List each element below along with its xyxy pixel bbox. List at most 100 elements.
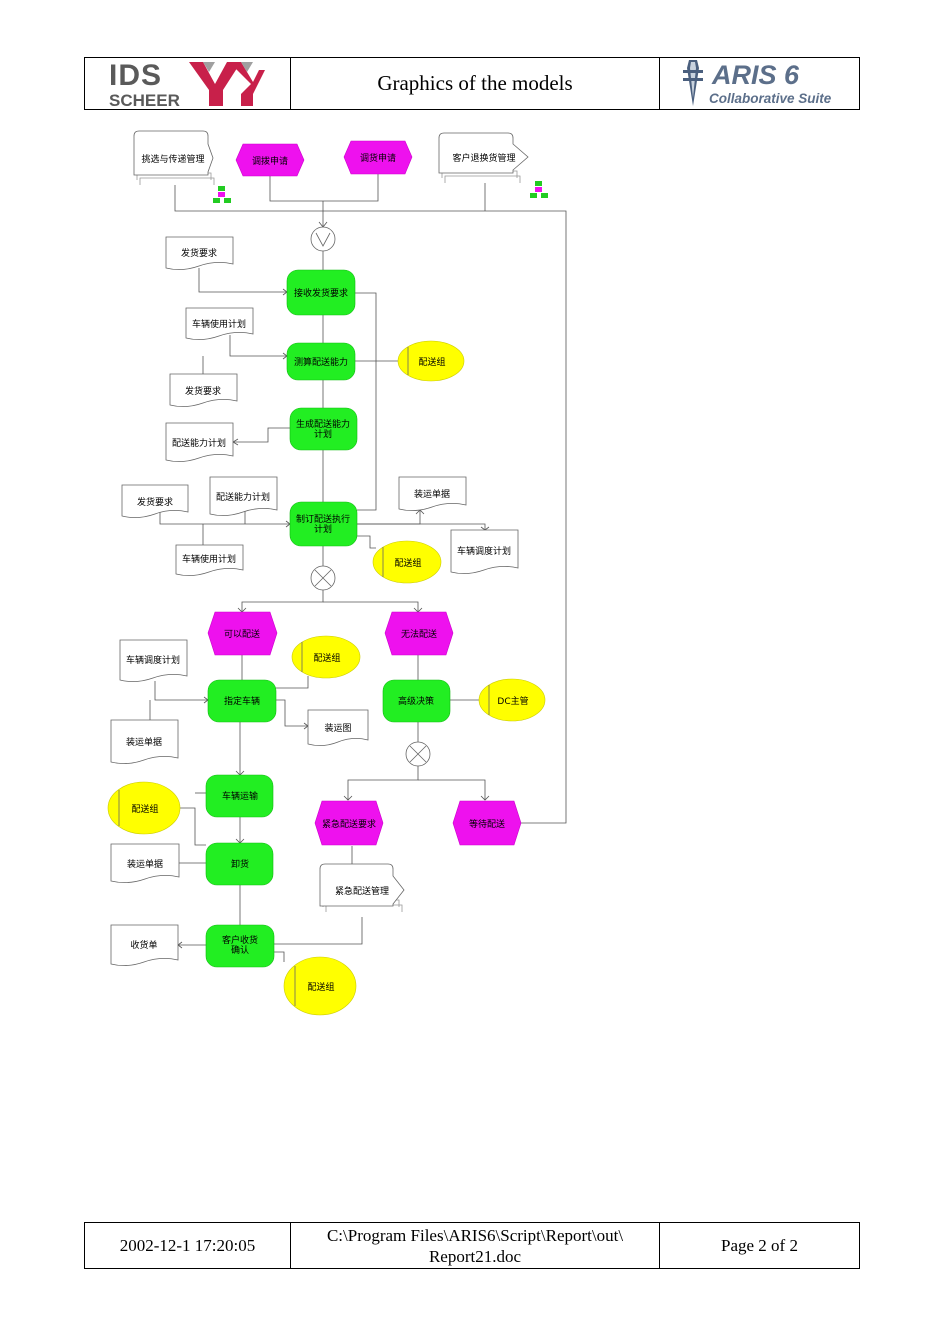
function-box: 车辆运输 xyxy=(205,774,274,818)
ids-logo-mark-icon xyxy=(189,62,265,106)
function-label: 指定车辆 xyxy=(224,695,260,707)
document-label: 车辆调度计划 xyxy=(457,545,511,557)
organizational-unit: 配送组 xyxy=(107,781,181,835)
function-label-line: 计划 xyxy=(314,428,332,440)
report-header: IDS SCHEER Graphics of the models ARIS 6… xyxy=(84,57,860,110)
function-label-line: 计划 xyxy=(314,523,332,535)
report-footer: 2002-12-1 17:20:05 C:\Program Files\ARIS… xyxy=(84,1222,860,1269)
document-label: 发货要求 xyxy=(185,385,221,397)
event-label: 调拨申请 xyxy=(252,155,288,167)
document-shape: 车辆使用计划 xyxy=(175,544,244,576)
document-label: 车辆使用计划 xyxy=(192,318,246,330)
document-shape: 收货单 xyxy=(110,924,179,966)
document-label: 装运单据 xyxy=(127,858,163,870)
document-label: 车辆调度计划 xyxy=(126,654,180,666)
document-shape: 装运单据 xyxy=(398,476,467,511)
function-label-line: 确认 xyxy=(231,944,249,956)
org-unit-label: 配送组 xyxy=(313,652,340,664)
footer-path-line: C:\Program Files\ARIS6\Script\Report\out… xyxy=(326,1225,624,1245)
event-shape: 紧急配送要求 xyxy=(314,800,384,846)
function-box: 测算配送能力 xyxy=(286,342,356,381)
function-box: 卸货 xyxy=(205,842,274,886)
event-shape: 可以配送 xyxy=(207,611,278,656)
function-box: 生成配送能力 计划 xyxy=(289,407,358,451)
page-title: Graphics of the models xyxy=(291,58,660,109)
document-shape: 装运单据 xyxy=(110,843,180,883)
footer-timestamp: 2002-12-1 17:20:05 xyxy=(85,1223,291,1268)
document-shape: 配送能力计划 xyxy=(209,476,278,516)
function-label: 高级决策 xyxy=(398,695,434,707)
event-label: 等待配送 xyxy=(469,818,505,830)
org-unit-label: 配送组 xyxy=(131,803,158,815)
event-label: 调货申请 xyxy=(360,152,396,164)
footer-file-path: C:\Program Files\ARIS6\Script\Report\out… xyxy=(291,1223,660,1268)
process-interface-label: 客户退换货管理 xyxy=(452,152,515,164)
aris-logo: ARIS 6 Collaborative Suite xyxy=(660,58,859,109)
function-label-line: 客户收货 xyxy=(222,934,258,946)
aris-logo-mark-icon xyxy=(683,60,703,106)
aris-title-text: ARIS 6 xyxy=(712,60,800,90)
process-interface-label: 紧急配送管理 xyxy=(335,885,389,897)
document-label: 配送能力计划 xyxy=(172,437,226,449)
function-label-line: 制订配送执行 xyxy=(296,513,350,525)
function-box: 指定车辆 xyxy=(207,679,277,723)
document-label: 装运单据 xyxy=(414,488,450,500)
event-label: 紧急配送要求 xyxy=(322,818,376,830)
document-shape: 车辆调度计划 xyxy=(450,529,519,574)
organizational-unit: 配送组 xyxy=(372,540,442,584)
function-label: 车辆运输 xyxy=(222,790,258,802)
footer-page-number: Page 2 of 2 xyxy=(721,1235,798,1255)
function-box: 接收发货要求 xyxy=(286,269,356,316)
document-shape: 发货要求 xyxy=(121,484,189,518)
connector-lines xyxy=(149,174,567,962)
function-box: 客户收货 确认 xyxy=(205,924,275,968)
function-label: 测算配送能力 xyxy=(294,356,348,368)
function-label-line: 生成配送能力 xyxy=(296,418,350,430)
org-unit-label: DC主管 xyxy=(497,695,528,707)
assignment-icon xyxy=(530,181,548,198)
document-shape: 装运单据 xyxy=(110,719,179,764)
xor-operator xyxy=(310,565,336,591)
document-label: 发货要求 xyxy=(137,496,173,508)
xor-operator xyxy=(405,741,431,767)
organizational-unit: 配送组 xyxy=(283,956,357,1016)
footer-path-line: Report21.doc xyxy=(428,1246,522,1266)
process-interface-label: 挑选与传递管理 xyxy=(141,153,204,165)
logo-ids-text: IDS xyxy=(109,59,163,92)
event-label: 可以配送 xyxy=(224,628,260,640)
event-shape: 等待配送 xyxy=(452,800,522,846)
event-shape: 调拨申请 xyxy=(235,143,305,177)
function-box: 制订配送执行 计划 xyxy=(289,501,358,547)
document-shape: 车辆使用计划 xyxy=(185,307,254,340)
process-interface: 客户退换货管理 xyxy=(438,132,529,183)
process-interface: 紧急配送管理 xyxy=(319,863,405,912)
document-shape: 发货要求 xyxy=(169,373,238,407)
document-shape: 配送能力计划 xyxy=(165,422,234,462)
organizational-unit: 配送组 xyxy=(291,635,361,679)
or-operator xyxy=(310,226,336,252)
document-label: 装运图 xyxy=(324,722,351,734)
function-label: 接收发货要求 xyxy=(294,287,348,299)
function-label: 卸货 xyxy=(231,858,249,870)
organizational-unit: DC主管 xyxy=(478,678,546,722)
document-shape: 车辆调度计划 xyxy=(119,639,188,682)
ids-scheer-logo: IDS SCHEER xyxy=(85,58,291,110)
event-shape: 调货申请 xyxy=(343,140,413,175)
document-label: 收货单 xyxy=(130,939,157,951)
assignment-icon xyxy=(213,186,231,203)
document-shape: 发货要求 xyxy=(165,236,234,270)
document-label: 发货要求 xyxy=(181,247,217,259)
org-unit-label: 配送组 xyxy=(307,981,334,993)
document-label: 车辆使用计划 xyxy=(182,553,236,565)
event-label: 无法配送 xyxy=(401,628,437,640)
document-label: 配送能力计划 xyxy=(216,491,270,503)
document-label: 装运单据 xyxy=(126,736,162,748)
event-shape: 无法配送 xyxy=(384,611,454,656)
function-box: 高级决策 xyxy=(382,679,451,723)
organizational-unit: 配送组 xyxy=(397,340,465,382)
logo-scheer-text: SCHEER xyxy=(109,91,180,110)
aris-subtitle-text: Collaborative Suite xyxy=(709,91,832,106)
org-unit-label: 配送组 xyxy=(394,557,421,569)
document-shape: 装运图 xyxy=(307,709,369,746)
